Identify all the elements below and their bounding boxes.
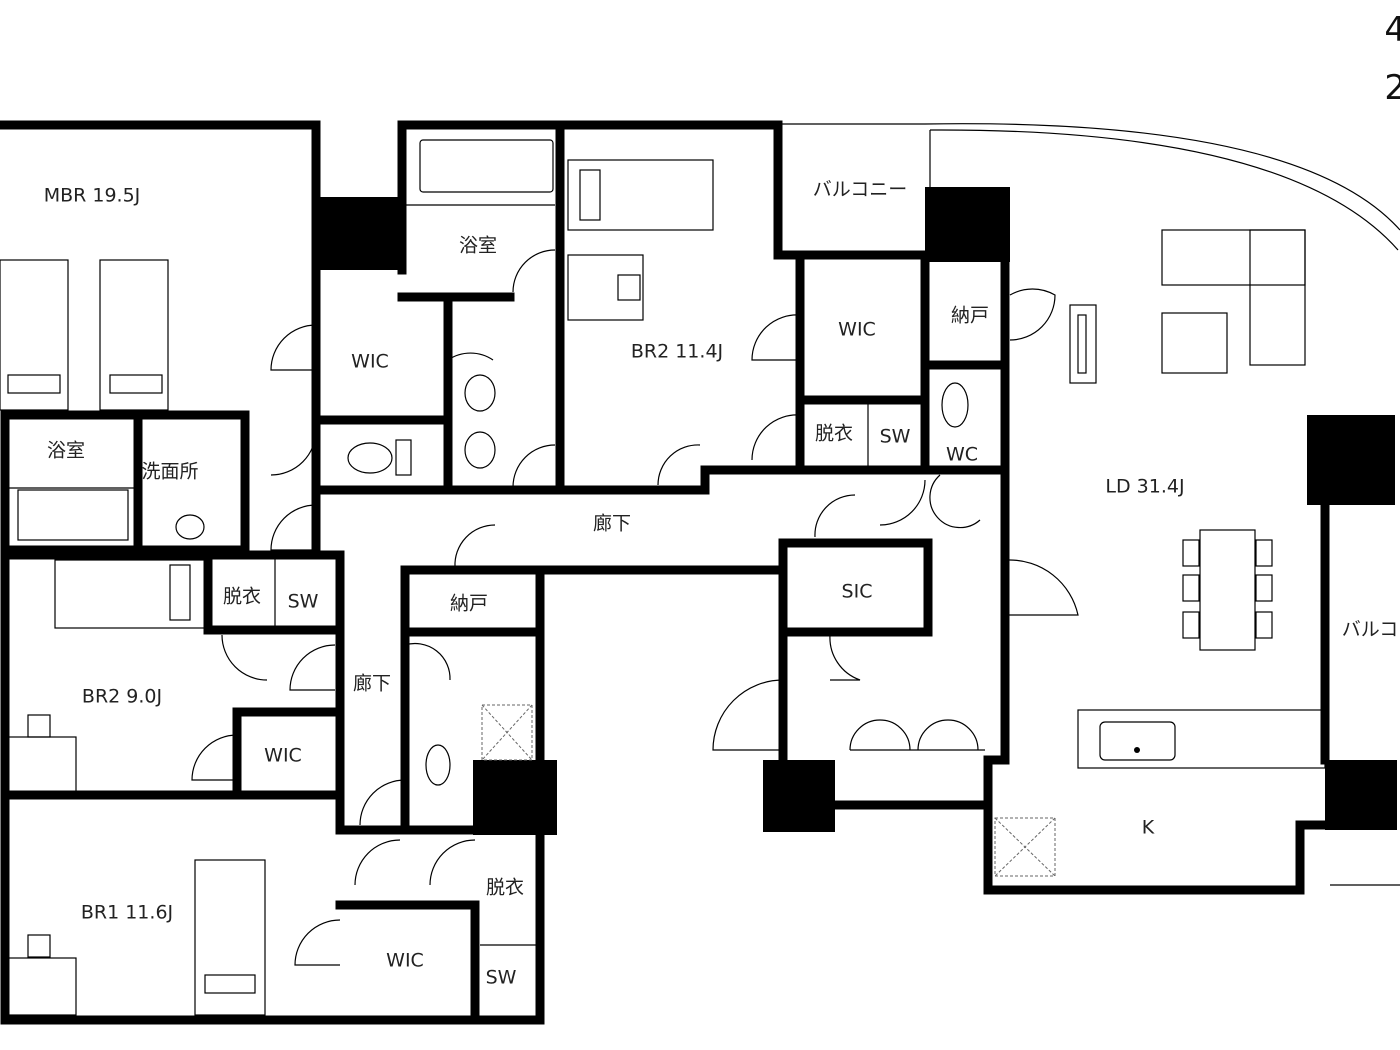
room-label-br2: BR2 11.4J: [631, 341, 723, 363]
tv-icon: [1069, 304, 1097, 384]
dining-table-icon: [1199, 529, 1256, 651]
room-label-mbr: MBR 19.5J: [44, 185, 141, 207]
toilet-icon: [425, 744, 451, 786]
room-label-bath: 浴室: [47, 440, 85, 462]
corner-text-1: 4: [1384, 10, 1400, 50]
room-label-sw: SW: [880, 426, 911, 448]
sofa-icon: [1161, 229, 1306, 286]
duct-icon: [481, 704, 1056, 877]
room-label-wic: WIC: [838, 319, 876, 341]
kitchen-counter-icon: [1077, 709, 1326, 769]
bathtub-icon: [17, 489, 129, 541]
room-label-dressing: 脱衣: [815, 423, 853, 445]
room-label-sw: SW: [288, 591, 319, 613]
room-label-sw: SW: [486, 967, 517, 989]
sink-icon: [1099, 721, 1176, 761]
room-label-balcony: バルコ: [1342, 619, 1399, 641]
room-label-dressing: 脱衣: [223, 586, 261, 608]
room-label-balcony: バルコニー: [813, 179, 908, 201]
sink-icon: [464, 374, 496, 412]
room-label-storage: 納戸: [450, 593, 488, 615]
bathtub-icon: [419, 139, 554, 193]
room-label-dressing: 脱衣: [486, 877, 524, 899]
toilet-icon: [347, 442, 393, 474]
room-labels: MBR 19.5J 浴室 浴室 洗面所 WIC BR2 11.4J バルコニー …: [44, 179, 1399, 989]
room-label-br2: BR2 9.0J: [82, 686, 162, 708]
sink-icon: [175, 514, 205, 540]
corner-text-2: 2: [1384, 68, 1400, 108]
walls: [0, 120, 1330, 1025]
room-label-bath: 浴室: [459, 235, 497, 257]
room-label-wic: WIC: [386, 950, 424, 972]
bed-icon: [0, 259, 69, 411]
room-label-kitchen: K: [1142, 817, 1155, 839]
desk-icon: [7, 957, 77, 1016]
bed-icon: [99, 259, 169, 411]
fixtures: [0, 139, 1400, 1016]
door-swings: [191, 249, 1079, 966]
bed-icon: [194, 859, 266, 1016]
bathtub-icon: [54, 559, 206, 629]
desk-icon: [7, 736, 77, 793]
bed-icon: [567, 159, 714, 231]
room-label-storage: 納戸: [951, 305, 989, 327]
facade-outline: [779, 123, 1400, 251]
desk-icon: [567, 254, 644, 321]
room-label-wc: WC: [946, 444, 978, 466]
room-label-corridor: 廊下: [353, 673, 391, 695]
room-label-ld: LD 31.4J: [1105, 476, 1184, 498]
room-label-br1: BR1 11.6J: [81, 902, 173, 924]
room-label-washroom: 洗面所: [141, 461, 198, 483]
toilet-icon: [941, 382, 969, 428]
room-label-wic: WIC: [264, 745, 302, 767]
room-label-wic: WIC: [351, 351, 389, 373]
sink-icon: [464, 431, 496, 469]
structural-columns: [318, 187, 1397, 835]
room-label-corridor: 廊下: [593, 513, 631, 535]
room-label-sic: SIC: [842, 581, 873, 603]
table-icon: [1161, 312, 1228, 374]
